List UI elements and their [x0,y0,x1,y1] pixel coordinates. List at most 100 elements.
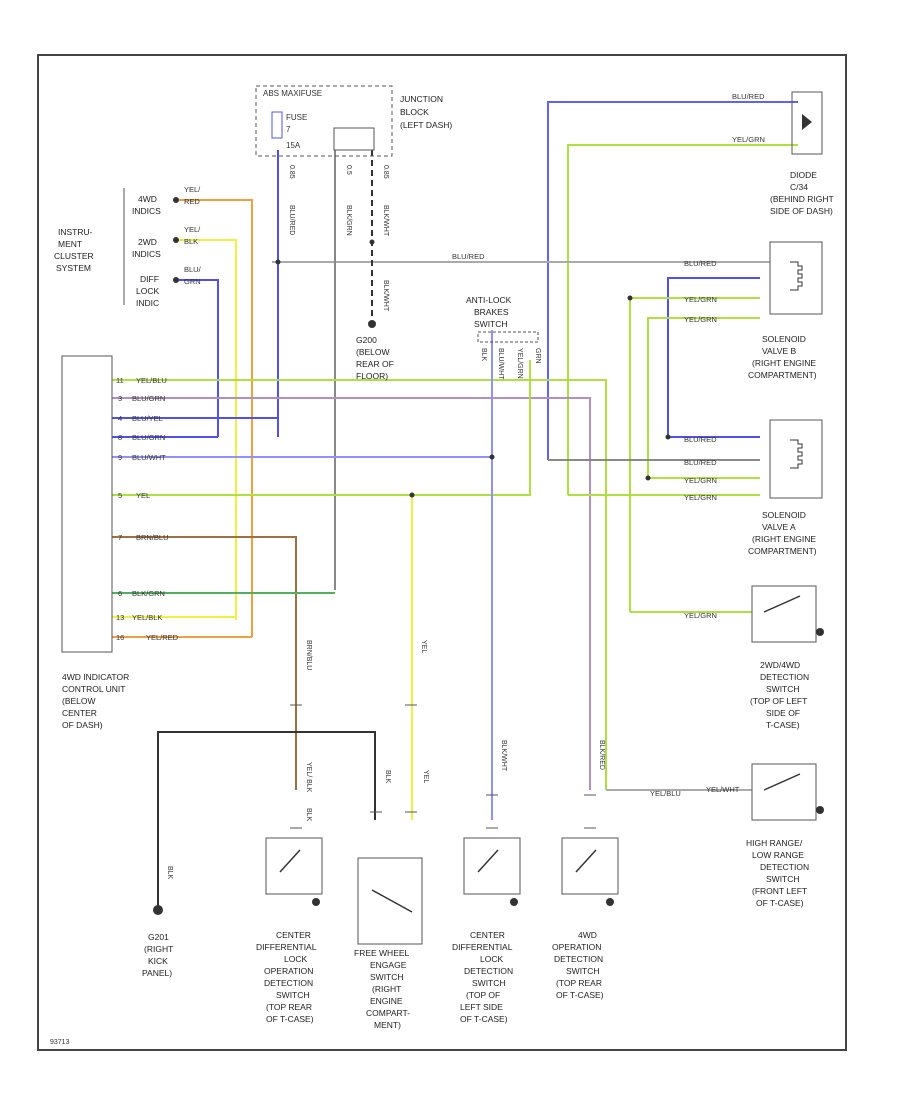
svg-text:LOCK: LOCK [284,954,307,964]
solenoid-b-coil [790,261,803,291]
ground-kick-symbol [153,905,163,915]
cluster-label-3: CLUSTER [54,251,94,261]
wire-diode-yel-grn [567,144,798,495]
svg-text:DETECTION: DETECTION [554,954,603,964]
svg-text:DETECTION: DETECTION [464,966,513,976]
ind-diff-name-1: DIFF [140,274,159,284]
svg-text:(TOP REAR: (TOP REAR [556,978,602,988]
sol-b-label-1: SOLENOID [762,334,806,344]
pin-13: 13 [116,613,124,622]
wire-pin-5 [112,360,531,496]
ind-diff-wire-1: BLU/ [184,265,202,274]
svg-text:ENGINE: ENGINE [370,996,403,1006]
svg-text:FREE WHEEL: FREE WHEEL [354,948,410,958]
control-unit-label-1: 4WD INDICATOR [62,672,129,682]
pin-7: 7 [118,533,122,542]
wire-label-yel-2: YEL [422,770,429,783]
diode-label-1: DIODE [790,170,817,180]
antilock-label-3: SWITCH [474,319,508,329]
labels-cdl-op: CENTER DIFFERENTIAL LOCK OPERATION DETEC… [256,930,317,1024]
antilock-connector [477,331,539,343]
pin-5: 5 [118,491,122,500]
sw-range-label-1: HIGH RANGE/ [746,838,803,848]
jb-wire-2: BLK/GRN [345,205,352,236]
svg-text:LEFT SIDE: LEFT SIDE [460,1002,503,1012]
switch-2wd4wd-body [751,585,817,643]
ground-kick-label-4: PANEL) [142,968,172,978]
svg-text:OF T-CASE): OF T-CASE) [556,990,604,1000]
sol-a-wire-1: BLU/RED [684,435,717,444]
svg-text:CENTER: CENTER [470,930,505,940]
sw-range-wire: YEL/BLU [650,789,681,798]
wire-sol-b-yel [629,297,760,612]
switch-2wd4wd-contact [763,595,801,613]
solenoid-a-coil [790,439,803,469]
junction-block-label-2: BLOCK [400,107,429,117]
sw-range-label-4: SWITCH [766,874,800,884]
fuse-amp: 15A [286,141,301,150]
svg-text:DIFFERENTIAL: DIFFERENTIAL [256,942,317,952]
sol-a-wire-3: YEL/GRN [684,476,717,485]
ind-2wd-wire-2: BLK [184,237,198,246]
labels-4wd-op: 4WD OPERATION DETECTION SWITCH (TOP REAR… [552,930,604,1000]
sw-2wd-label-1: 2WD/4WD [760,660,800,670]
control-unit-label-4: CENTER [62,708,97,718]
wire-label-blk-lbl: BLK [305,808,312,822]
sol-b-wire-3: YEL/GRN [684,315,717,324]
solenoid-a-body [769,419,823,499]
sw-range-label-5: (FRONT LEFT [752,886,807,896]
cluster-label-4: SYSTEM [56,263,91,273]
pin-7-wire: BRN/BLU [136,533,169,542]
svg-text:LOCK: LOCK [480,954,503,964]
diode-label-3: (BEHIND RIGHT [770,194,834,204]
sw-2wd-label-3: SWITCH [766,684,800,694]
sw-2wd-wire: YEL/GRN [684,611,717,620]
pin-6-wire: BLK/GRN [132,589,165,598]
ind-2wd-name-2: INDICS [132,249,161,259]
sol-b-label-2: VALVE B [762,346,797,356]
sw-2wd-label-2: DETECTION [760,672,809,682]
junction-block-box [255,85,393,157]
wire-pin-7 [112,536,297,790]
sol-a-label-2: VALVE A [762,522,796,532]
wire-ind-4wd [176,199,253,637]
labels-free-wheel: FREE WHEEL ENGAGE SWITCH (RIGHT ENGINE C… [354,948,410,1030]
fuse-label: FUSE [286,113,307,122]
control-unit-label-3: (BELOW [62,696,96,706]
sw-2wd-label-4: (TOP OF LEFT [750,696,807,706]
cluster-label-2: MENT [58,239,82,249]
diode-body [791,91,823,155]
sol-a-label-1: SOLENOID [762,510,806,520]
jb-wire-1: BLU/RED [288,205,295,235]
ind-4wd-wire-1: YEL/ [184,185,201,194]
ind-diff-name-3: INDIC [136,298,159,308]
wire-label-blk-yel: BLK [384,770,391,784]
wire-label-blk-red: BLK/RED [598,740,605,770]
wire-sol-b-yel2 [647,317,760,480]
jb-size-2: 0.5 [345,165,352,175]
jb-wire-3: BLK/WHT [382,205,389,237]
pin-4: 4 [118,414,122,423]
svg-text:OPERATION: OPERATION [552,942,601,952]
sol-a-label-3: (RIGHT ENGINE [752,534,816,544]
ind-4wd-wire-2: RED [184,197,200,206]
trunk-label: BLU/RED [452,252,485,261]
control-unit-label-5: OF DASH) [62,720,103,730]
svg-text:MENT): MENT) [374,1020,401,1030]
sol-b-label-3: (RIGHT ENGINE [752,358,816,368]
pin-6: 6 [118,589,122,598]
diode-wire-2: YEL/GRN [732,135,765,144]
sw-range-label-6: OF T-CASE) [756,898,804,908]
sw-2wd-label-5: SIDE OF [766,708,800,718]
svg-text:(RIGHT: (RIGHT [372,984,401,994]
diode-label-2: C/34 [790,182,808,192]
pin-11-wire: YEL/BLU [136,376,167,385]
ground-kick-label-1: G201 [148,932,169,942]
labels-cdl-det: CENTER DIFFERENTIAL LOCK DETECTION SWITC… [452,930,513,1024]
sol-b-wire-1: BLU/RED [684,259,717,268]
wire-label-blk-wht: BLK/WHT [500,740,507,772]
fuse-symbol [271,111,283,139]
ground-kick-label-2: (RIGHT [144,944,173,954]
ground-floor-label-2: (BELOW [356,347,390,357]
sw-range-label-2: LOW RANGE [752,850,804,860]
